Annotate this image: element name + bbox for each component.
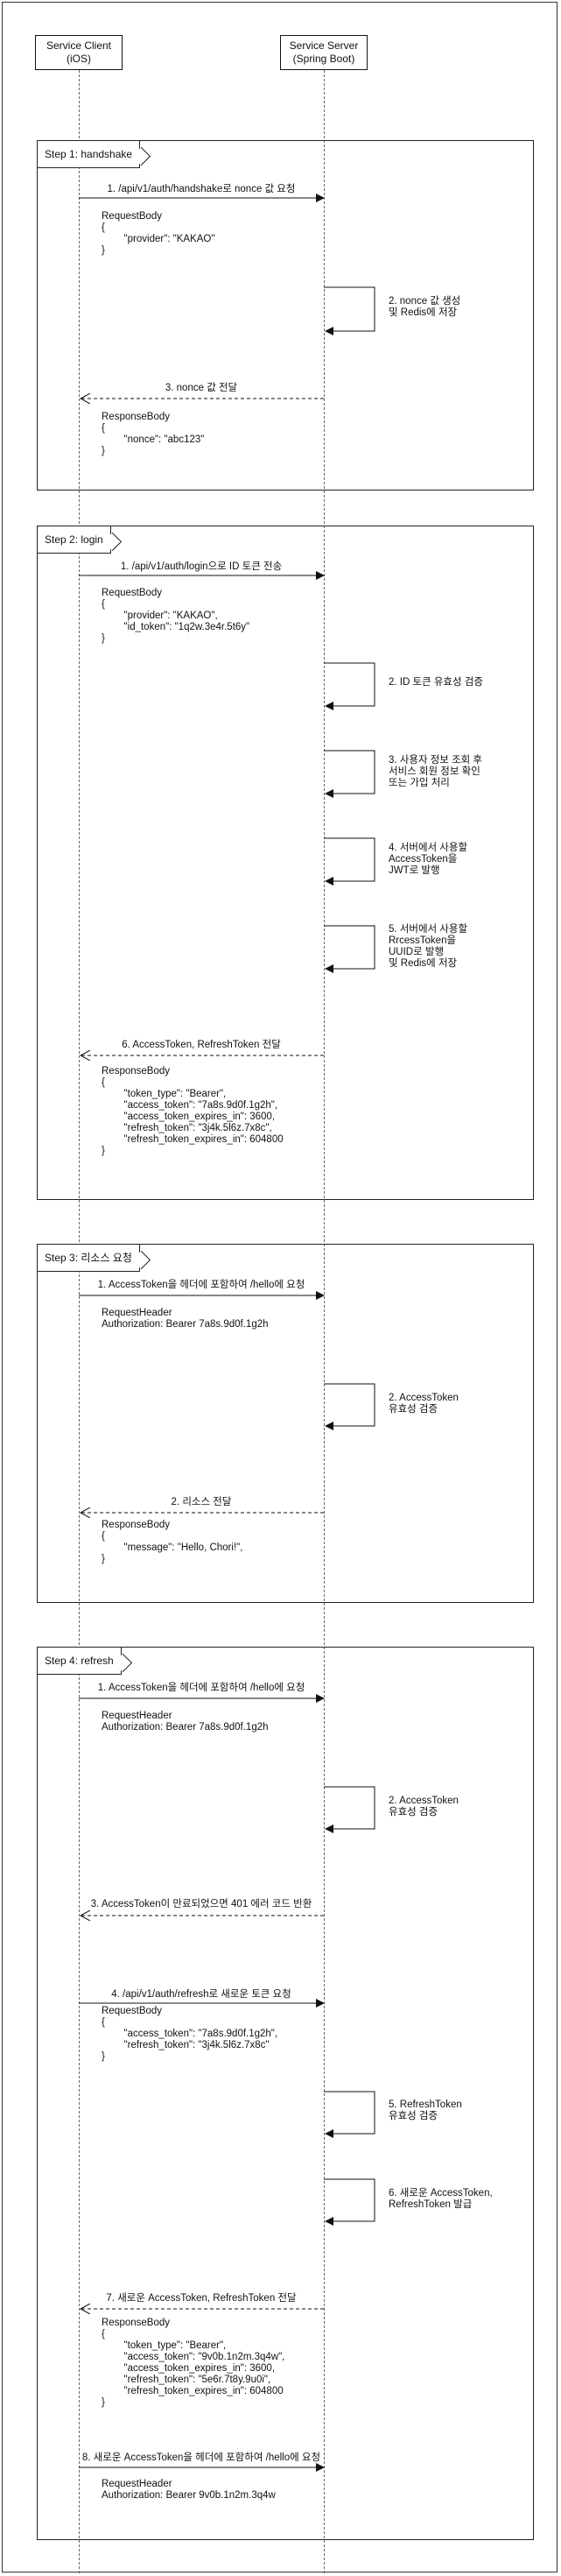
message-label: 1. /api/v1/auth/login으로 ID 토큰 전송 [120,561,283,572]
message-label: 7. 새로운 AccessToken, RefreshToken 전달 [106,2293,297,2304]
step-title: Step 1: handshake [38,141,141,168]
self-message-label: 5. RefreshToken 유효성 검증 [389,2100,462,2121]
message-label: 1. AccessToken을 헤더에 포함하여 /hello에 요청 [97,1280,305,1290]
self-arrow [324,2178,375,2226]
self-arrow [324,1786,375,1833]
self-arrow [324,662,375,710]
self-message-label: 2. ID 토큰 유효성 검증 [389,677,483,688]
message-body: ResponseBody { "nonce": "abc123" } [102,412,205,456]
message-label: 4. /api/v1/auth/refresh로 새로운 토큰 요청 [111,1989,291,2000]
self-message-label: 5. 서버에서 사용할 RrcessToken을 UUID로 발행 및 Redi… [389,924,468,969]
self-arrow [324,837,375,886]
client-lifeline [79,70,80,2573]
message-body: ResponseBody { "token_type": "Bearer", "… [102,2318,285,2408]
message-body: RequestHeader Authorization: Bearer 7a8s… [102,1308,269,1330]
self-arrow [324,2091,375,2138]
message-body: RequestBody { "access_token": "7a8s.9d0f… [102,2006,278,2062]
self-message-label: 6. 새로운 AccessToken, RefreshToken 발급 [389,2188,493,2210]
step-frame-login: Step 2: login [37,526,534,1200]
message-body: ResponseBody { "message": "Hello, Chori!… [102,1520,243,1564]
message-label: 2. 리소스 전달 [171,1497,232,1507]
self-arrow [324,750,375,798]
step-frame-refresh: Step 4: refresh [37,1647,534,2540]
message-label: 3. nonce 값 전달 [165,383,238,393]
message-label: 6. AccessToken, RefreshToken 전달 [122,1040,281,1050]
self-arrow [324,925,375,973]
message-label: 8. 새로운 AccessToken을 헤더에 포함하여 /hello에 요청 [81,2452,321,2463]
self-message-label: 2. nonce 값 생성 및 Redis에 저장 [389,296,461,318]
message-body: RequestHeader Authorization: Bearer 9v0b… [102,2479,276,2501]
message-body: RequestHeader Authorization: Bearer 7a8s… [102,1711,269,1733]
actor-client: Service Client (iOS) [35,35,123,70]
message-label: 1. AccessToken을 헤더에 포함하여 /hello에 요청 [97,1683,305,1693]
self-arrow [324,1383,375,1430]
self-arrow [324,286,375,335]
step-title: Step 3: 리소스 요청 [38,1245,140,1272]
self-message-label: 3. 사용자 정보 조회 후 서비스 회원 정보 확인 또는 가입 처리 [389,755,483,788]
message-body: RequestBody { "provider": "KAKAO" } [102,211,215,256]
self-message-label: 2. AccessToken 유효성 검증 [389,1393,459,1415]
server-lifeline [324,70,325,2573]
message-label: 3. AccessToken이 만료되었으면 401 에러 코드 반환 [90,1899,312,1909]
step-title: Step 2: login [38,526,111,554]
self-message-label: 2. AccessToken 유효성 검증 [389,1796,459,1817]
step-frame-handshake: Step 1: handshake [37,140,534,490]
message-body: ResponseBody { "token_type": "Bearer", "… [102,1066,284,1156]
message-body: RequestBody { "provider": "KAKAO", "id_t… [102,588,250,644]
step-title: Step 4: refresh [38,1648,122,1675]
message-label: 1. /api/v1/auth/handshake로 nonce 값 요청 [107,184,296,194]
step-frame-resource: Step 3: 리소스 요청 [37,1244,534,1603]
self-message-label: 4. 서버에서 사용할 AccessToken을 JWT로 발행 [389,843,468,876]
actor-server: Service Server (Spring Boot) [280,35,368,70]
